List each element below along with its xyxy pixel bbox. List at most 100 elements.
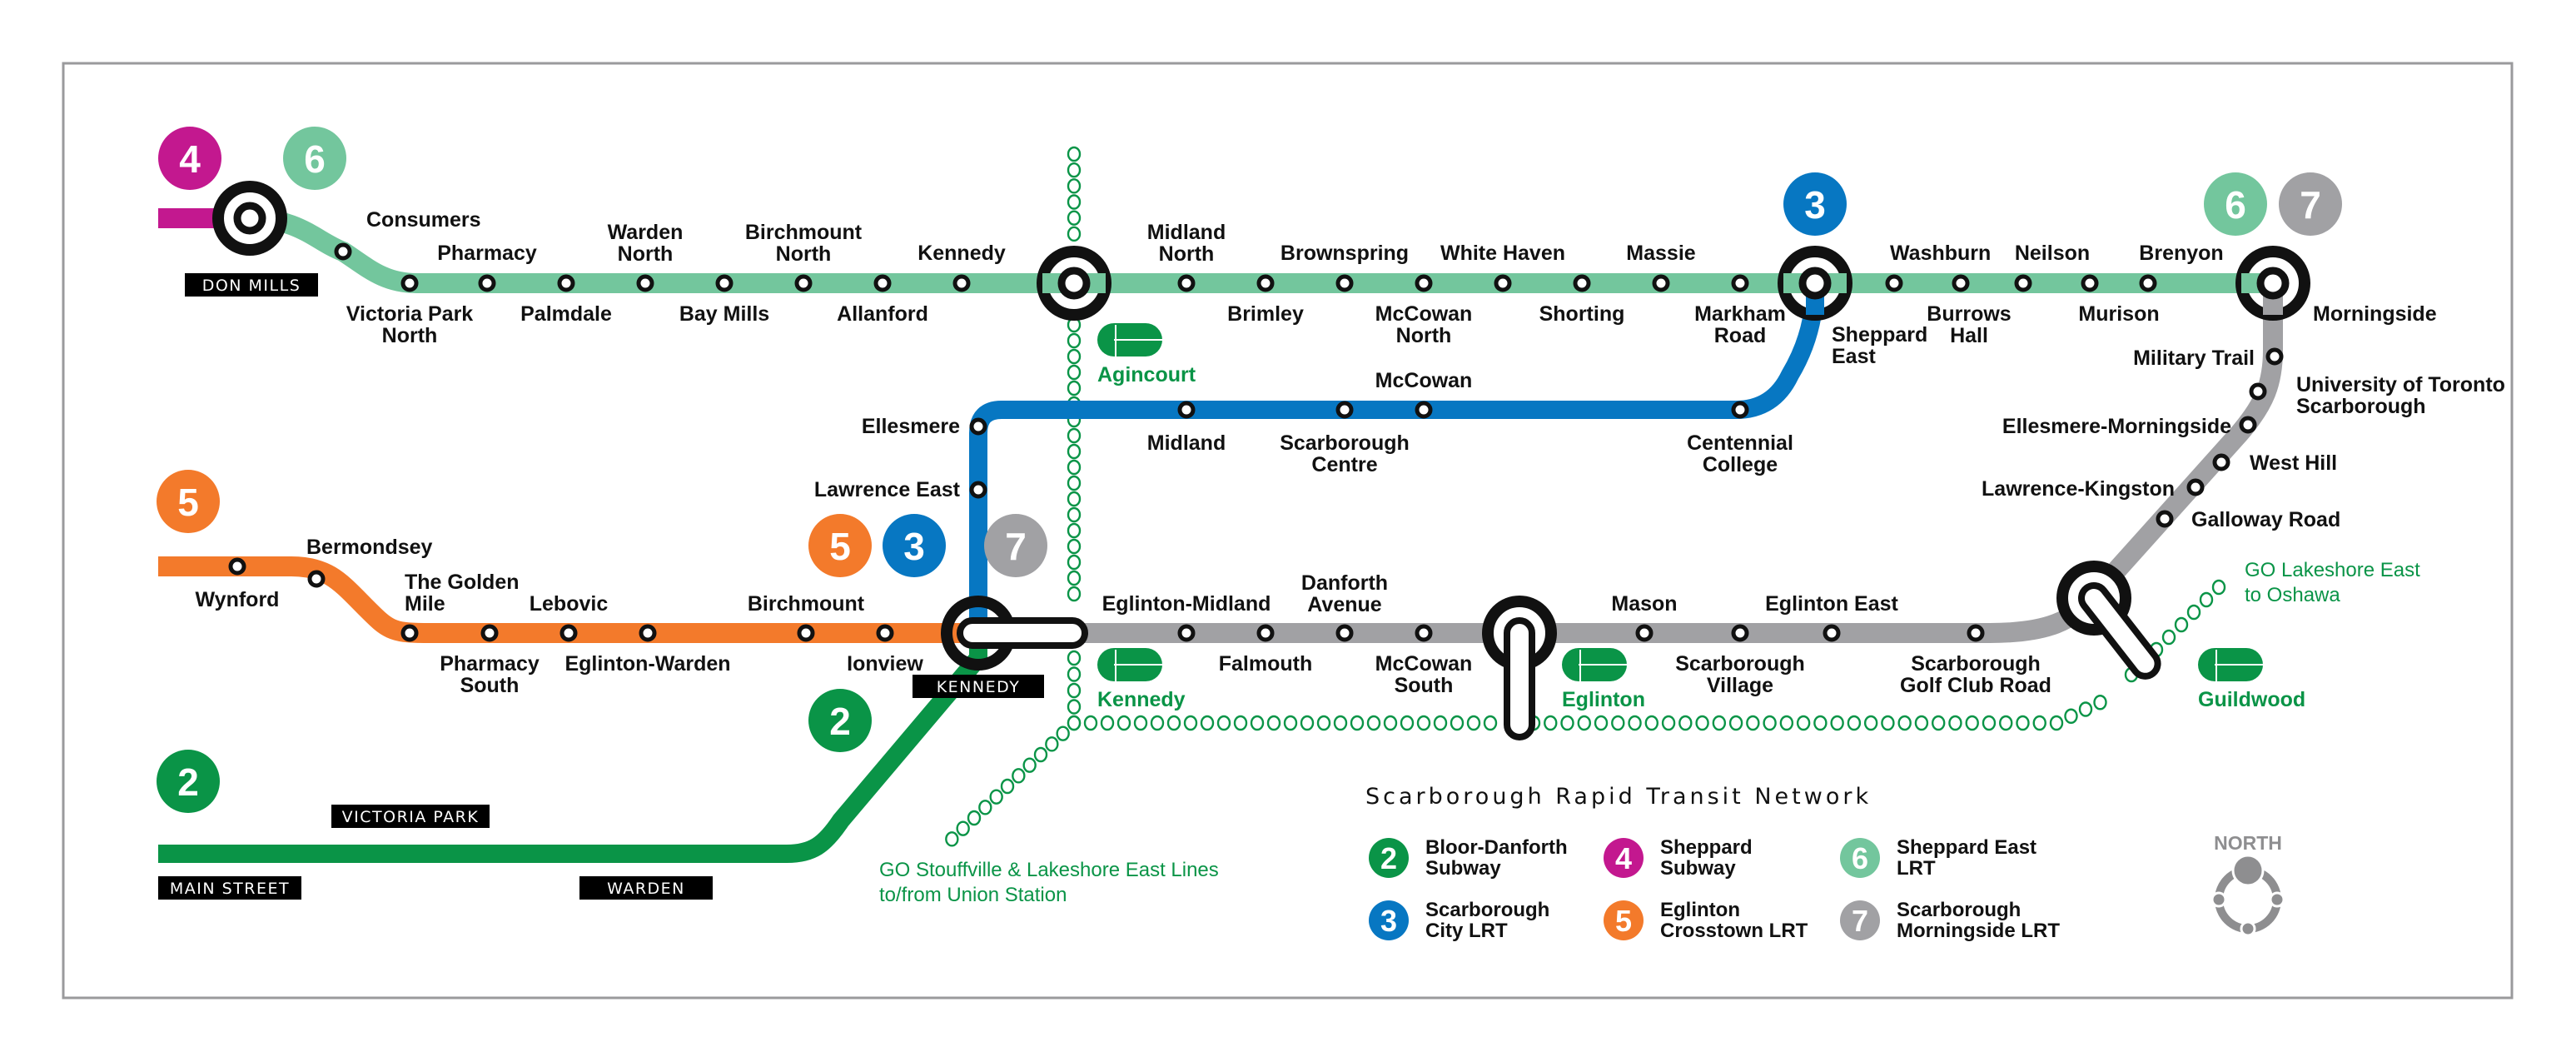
station-stop-bay-mills[interactable] [715,274,734,292]
svg-text:to/from Union Station: to/from Union Station [879,884,1067,906]
station-stop-bermondsey[interactable] [307,570,326,588]
station-stop-lawrence-east[interactable] [969,481,987,499]
station-stop-danforth-avenue[interactable] [1335,624,1354,642]
station-stop-birchmount-north[interactable] [794,274,813,292]
go-track-dot [1863,715,1878,731]
station-stop-neilson[interactable] [2014,274,2032,292]
station-stop-ellesmere-morningside[interactable] [2239,416,2257,434]
station-label-falmouth: Falmouth [1219,652,1313,676]
go-track-dot [1965,715,1979,731]
svg-text:Midland: Midland [1147,221,1226,244]
svg-text:Shorting: Shorting [1539,302,1625,326]
interchange-agincourt[interactable] [1037,246,1111,321]
svg-text:WARDEN: WARDEN [607,880,685,898]
go-track-dot [1067,570,1082,586]
interchange-eglinton-go[interactable] [1482,596,1557,740]
station-stop-kennedy[interactable] [952,274,971,292]
go-note-lakeshore: GO Lakeshore East to Oshawa [2245,559,2420,606]
station-stop-lawrence-kingston[interactable] [2186,478,2205,496]
station-stop-brimley[interactable] [1256,274,1275,292]
station-stop-the-golden-mile[interactable] [400,624,419,642]
station-stop-wynford[interactable] [228,557,246,576]
station-stop-palmdale[interactable] [557,274,575,292]
station-stop-murison[interactable] [2081,274,2099,292]
go-track-dot [1166,715,1181,731]
station-stop-mccowan-south[interactable] [1415,624,1433,642]
station-label-murison: Murison [2078,302,2159,326]
station-stop-warden-north[interactable] [636,274,654,292]
go-station-agincourt[interactable]: Agincourt [1097,323,1196,386]
interchange-kennedy[interactable] [941,596,1088,671]
station-stop-mccowan-north[interactable] [1415,274,1433,292]
go-track-dot [1350,715,1365,731]
compass-icon [2210,854,2285,937]
station-label-ellesmere: Ellesmere [862,415,960,438]
svg-text:6: 6 [1852,841,1868,875]
svg-text:South: South [1395,674,1454,697]
svg-text:Murison: Murison [2078,302,2159,326]
go-station-eglinton[interactable]: Eglinton [1562,648,1645,711]
badge-line-3-kennedy: 3 [883,514,946,577]
station-stop-washburn[interactable] [1885,274,1903,292]
station-stop-allanford[interactable] [873,274,892,292]
legend-item-line-5: 5 Eglinton Crosstown LRT [1604,899,1808,942]
svg-text:3: 3 [903,525,925,568]
interchange-sheppard-east[interactable] [1778,246,1852,321]
svg-text:Ellesmere-Morningside: Ellesmere-Morningside [2002,415,2231,438]
svg-text:Pharmacy: Pharmacy [437,242,537,265]
station-stop-mason[interactable] [1635,624,1654,642]
station-stop-white-haven[interactable] [1494,274,1512,292]
station-label-mason: Mason [1611,592,1677,616]
station-stop-brownspring[interactable] [1335,274,1354,292]
station-stop-burrows-hall[interactable] [1952,274,1970,292]
station-stop-ellesmere[interactable] [969,417,987,436]
svg-text:GO Stouffville & Lakeshore Eas: GO Stouffville & Lakeshore East Lines [879,859,1219,881]
interchange-guildwood-link[interactable] [2056,561,2163,681]
go-track-dot [2174,616,2189,633]
station-stop-midland[interactable] [1177,401,1196,419]
svg-text:West Hill: West Hill [2250,451,2337,475]
station-stop-galloway-road[interactable] [2156,510,2174,528]
station-stop-markham-road[interactable] [1731,274,1749,292]
station-stop-eglinton-midland[interactable] [1177,624,1196,642]
station-stop-scarborough-golf-club-road[interactable] [1967,624,1985,642]
station-stop-scarborough-centre[interactable] [1335,401,1354,419]
station-stop-university-of-toronto-scarborough[interactable] [2249,382,2267,401]
station-stop-mccowan[interactable] [1415,401,1433,419]
station-stop-falmouth[interactable] [1256,624,1275,642]
station-stop-shorting[interactable] [1573,274,1591,292]
station-stop-pharmacy-south[interactable] [480,624,499,642]
station-stop-eglinton-east[interactable] [1823,624,1841,642]
interchange-don-mills[interactable] [212,181,287,256]
station-stop-eglinton-warden[interactable] [639,624,657,642]
go-track-dot [2064,708,2078,724]
station-stop-pharmacy[interactable] [478,274,496,292]
station-stop-ionview[interactable] [876,624,894,642]
station-stop-military-trail[interactable] [2265,347,2284,366]
station-stop-victoria-park-north[interactable] [400,274,419,292]
go-track-dot [1067,586,1082,602]
go-track-dot [1067,506,1082,523]
station-stop-lebovic[interactable] [559,624,578,642]
go-logo-icon [1097,648,1162,681]
svg-text:5: 5 [177,481,199,524]
go-track-dot [2016,715,2030,731]
go-track-dot [1897,715,1912,731]
station-stop-centennial-college[interactable] [1731,401,1749,419]
station-stop-west-hill[interactable] [2212,453,2230,471]
go-station-guildwood[interactable]: Guildwood [2198,648,2305,711]
interchange-morningside[interactable] [2235,246,2310,321]
station-stop-birchmount[interactable] [797,624,815,642]
station-stop-midland-north[interactable] [1177,274,1196,292]
go-track-dot [1300,715,1315,731]
station-stop-massie[interactable] [1652,274,1670,292]
svg-text:Ellesmere: Ellesmere [862,415,960,438]
go-station-kennedy[interactable]: Kennedy [1097,648,1186,711]
go-track-dot [1067,715,1082,731]
station-stop-scarborough-village[interactable] [1731,624,1749,642]
station-stop-brenyon[interactable] [2139,274,2157,292]
svg-text:3: 3 [1380,904,1397,938]
station-label-shorting: Shorting [1539,302,1625,326]
station-stop-consumers[interactable] [334,242,352,261]
